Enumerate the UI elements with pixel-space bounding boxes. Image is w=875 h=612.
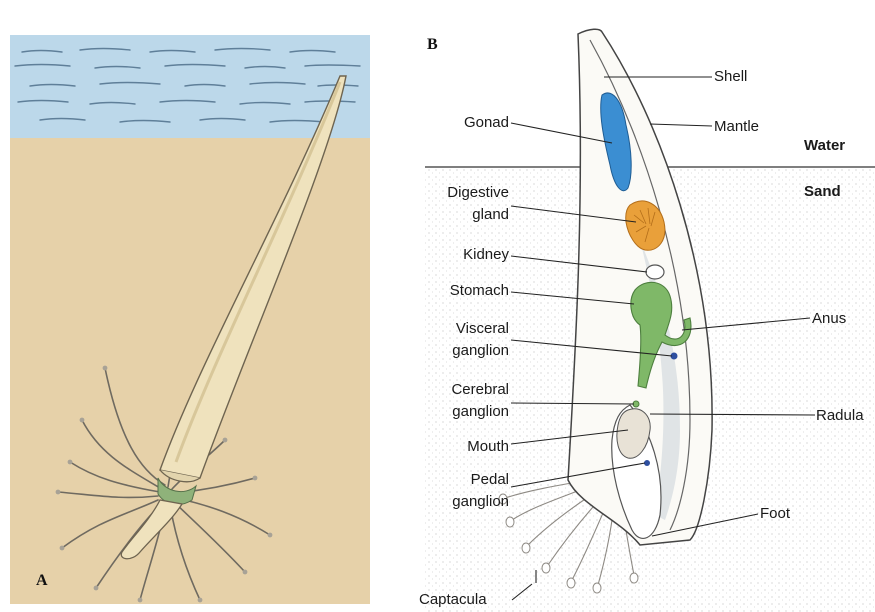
sand-region bbox=[10, 138, 370, 604]
radula-label: Radula bbox=[816, 406, 864, 425]
pedal-ganglion-label-line1: Pedal bbox=[409, 470, 509, 489]
sand-label: Sand bbox=[804, 182, 841, 201]
mantle-label: Mantle bbox=[714, 117, 759, 136]
digestive-gland-label-line1: Digestive bbox=[409, 183, 509, 202]
foot-label: Foot bbox=[760, 504, 790, 523]
visceral-ganglion-label-line1: Visceral bbox=[409, 319, 509, 338]
stomach-label: Stomach bbox=[409, 281, 509, 300]
panel-a-scene bbox=[10, 35, 370, 604]
pedal-ganglion-label-line2: ganglion bbox=[409, 492, 509, 511]
cerebral-ganglion-label-line2: ganglion bbox=[409, 402, 509, 421]
digestive-gland-label-line2: gland bbox=[409, 205, 509, 224]
shell-label: Shell bbox=[714, 67, 747, 86]
kidney-label: Kidney bbox=[409, 245, 509, 264]
visceral-ganglion-label-line2: ganglion bbox=[409, 341, 509, 360]
panel-a-letter: A bbox=[36, 572, 48, 590]
water-label: Water bbox=[804, 136, 845, 155]
gonad-label: Gonad bbox=[409, 113, 509, 132]
panel-b-letter: B bbox=[427, 36, 438, 54]
panel-b-kidney bbox=[646, 265, 664, 279]
anus-label: Anus bbox=[812, 309, 846, 328]
captacula-label: Captacula bbox=[419, 590, 487, 609]
mouth-label: Mouth bbox=[409, 437, 509, 456]
cerebral-ganglion-label-line1: Cerebral bbox=[409, 380, 509, 399]
